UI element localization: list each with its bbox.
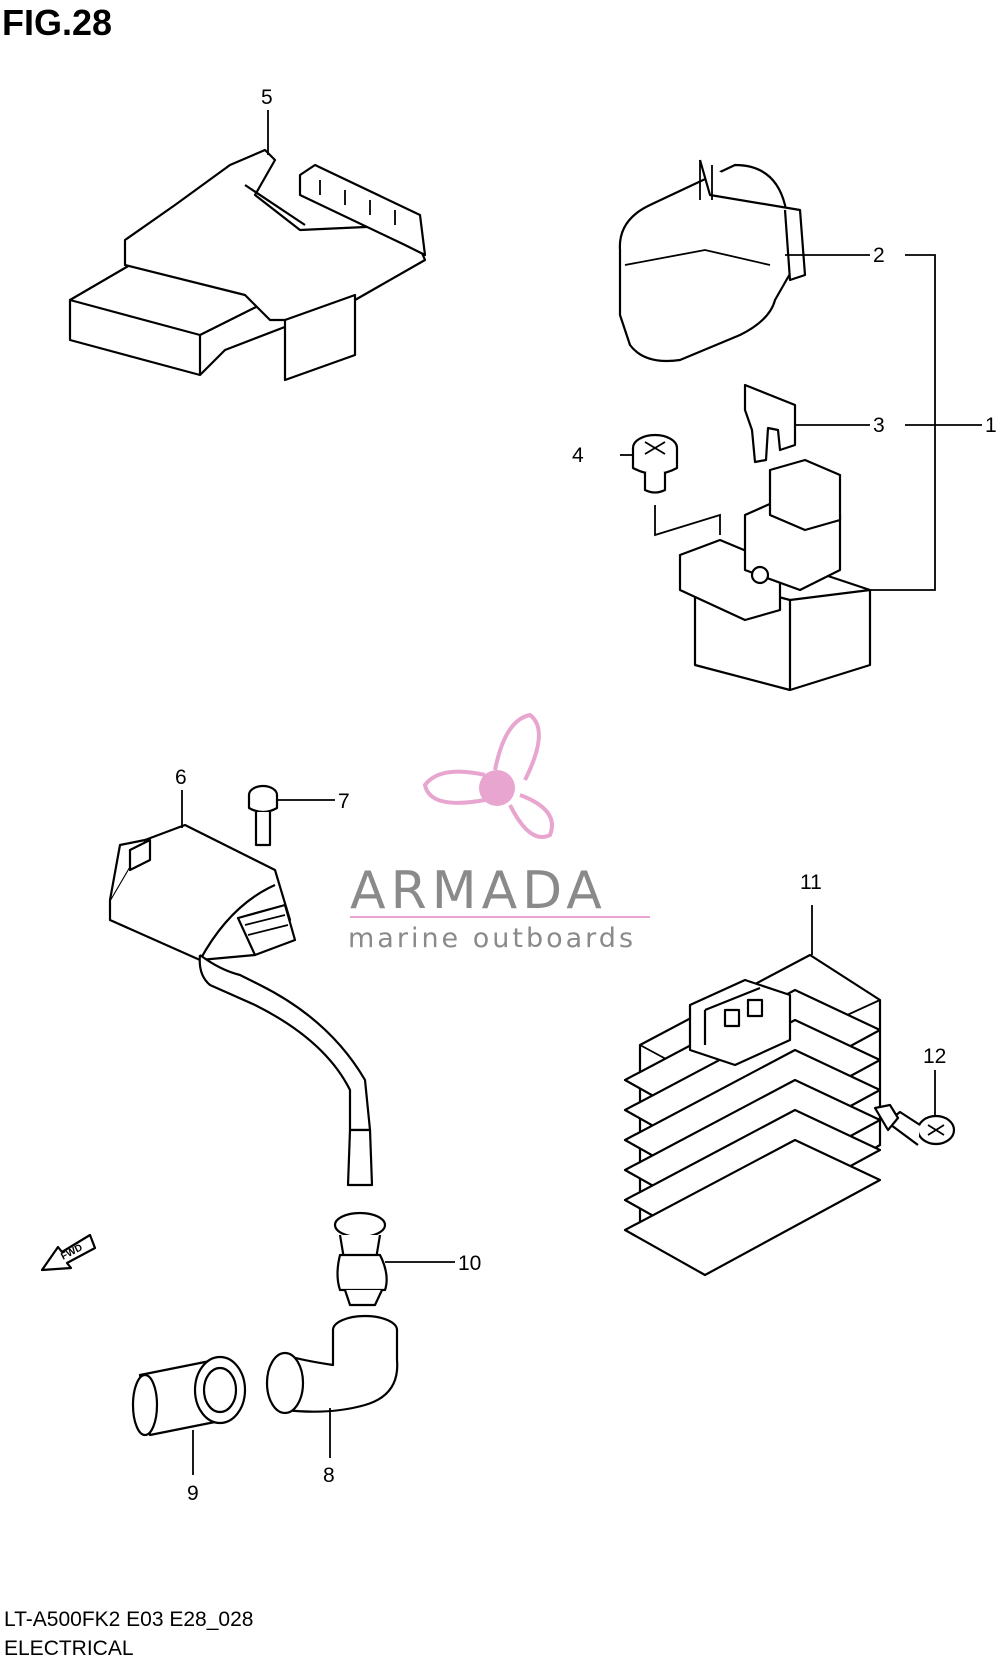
callout-2: 2 [873,244,885,267]
figure-title: FIG.28 [2,2,113,43]
armada-watermark: ARMADA marine outboards [348,712,650,954]
part-8-plug-cap[interactable]: 8 [265,1314,399,1487]
fwd-arrow-icon: FWD [40,1233,97,1272]
part-12-bolt[interactable]: 12 [873,1045,956,1146]
callout-4: 4 [572,444,584,467]
footer-section-name: ELECTRICAL [4,1637,134,1660]
footer-model-code: LT-A500FK2 E03 E28_028 [4,1608,254,1631]
callout-6: 6 [175,766,187,789]
callout-8: 8 [323,1464,335,1487]
part-7-bolt[interactable]: 7 [247,784,350,847]
propeller-logo-icon [422,712,554,839]
part-1-starter-relay[interactable]: 1 [678,254,997,692]
watermark-tagline: marine outboards [348,923,636,954]
callout-12: 12 [923,1045,946,1068]
part-5-ecu-unit[interactable]: 5 [68,86,427,382]
callout-9: 9 [187,1482,199,1505]
watermark-brand: ARMADA [350,861,607,921]
callout-10: 10 [458,1252,481,1275]
callout-1: 1 [985,414,997,437]
callout-11: 11 [800,871,822,894]
part-11-regulator-rectifier[interactable]: 11 [623,871,882,1277]
part-2-relay-cover[interactable]: 2 [618,159,885,363]
part-9-cap[interactable]: 9 [131,1355,247,1505]
part-6-ignition-coil[interactable]: 6 [108,766,374,1187]
callout-3: 3 [873,414,885,437]
callout-5: 5 [261,86,273,109]
part-3-fuse[interactable]: 3 [743,383,885,464]
part-10-grommet[interactable]: 10 [333,1211,481,1307]
part-4-screw[interactable]: 4 [572,433,721,537]
callout-7: 7 [338,790,350,813]
